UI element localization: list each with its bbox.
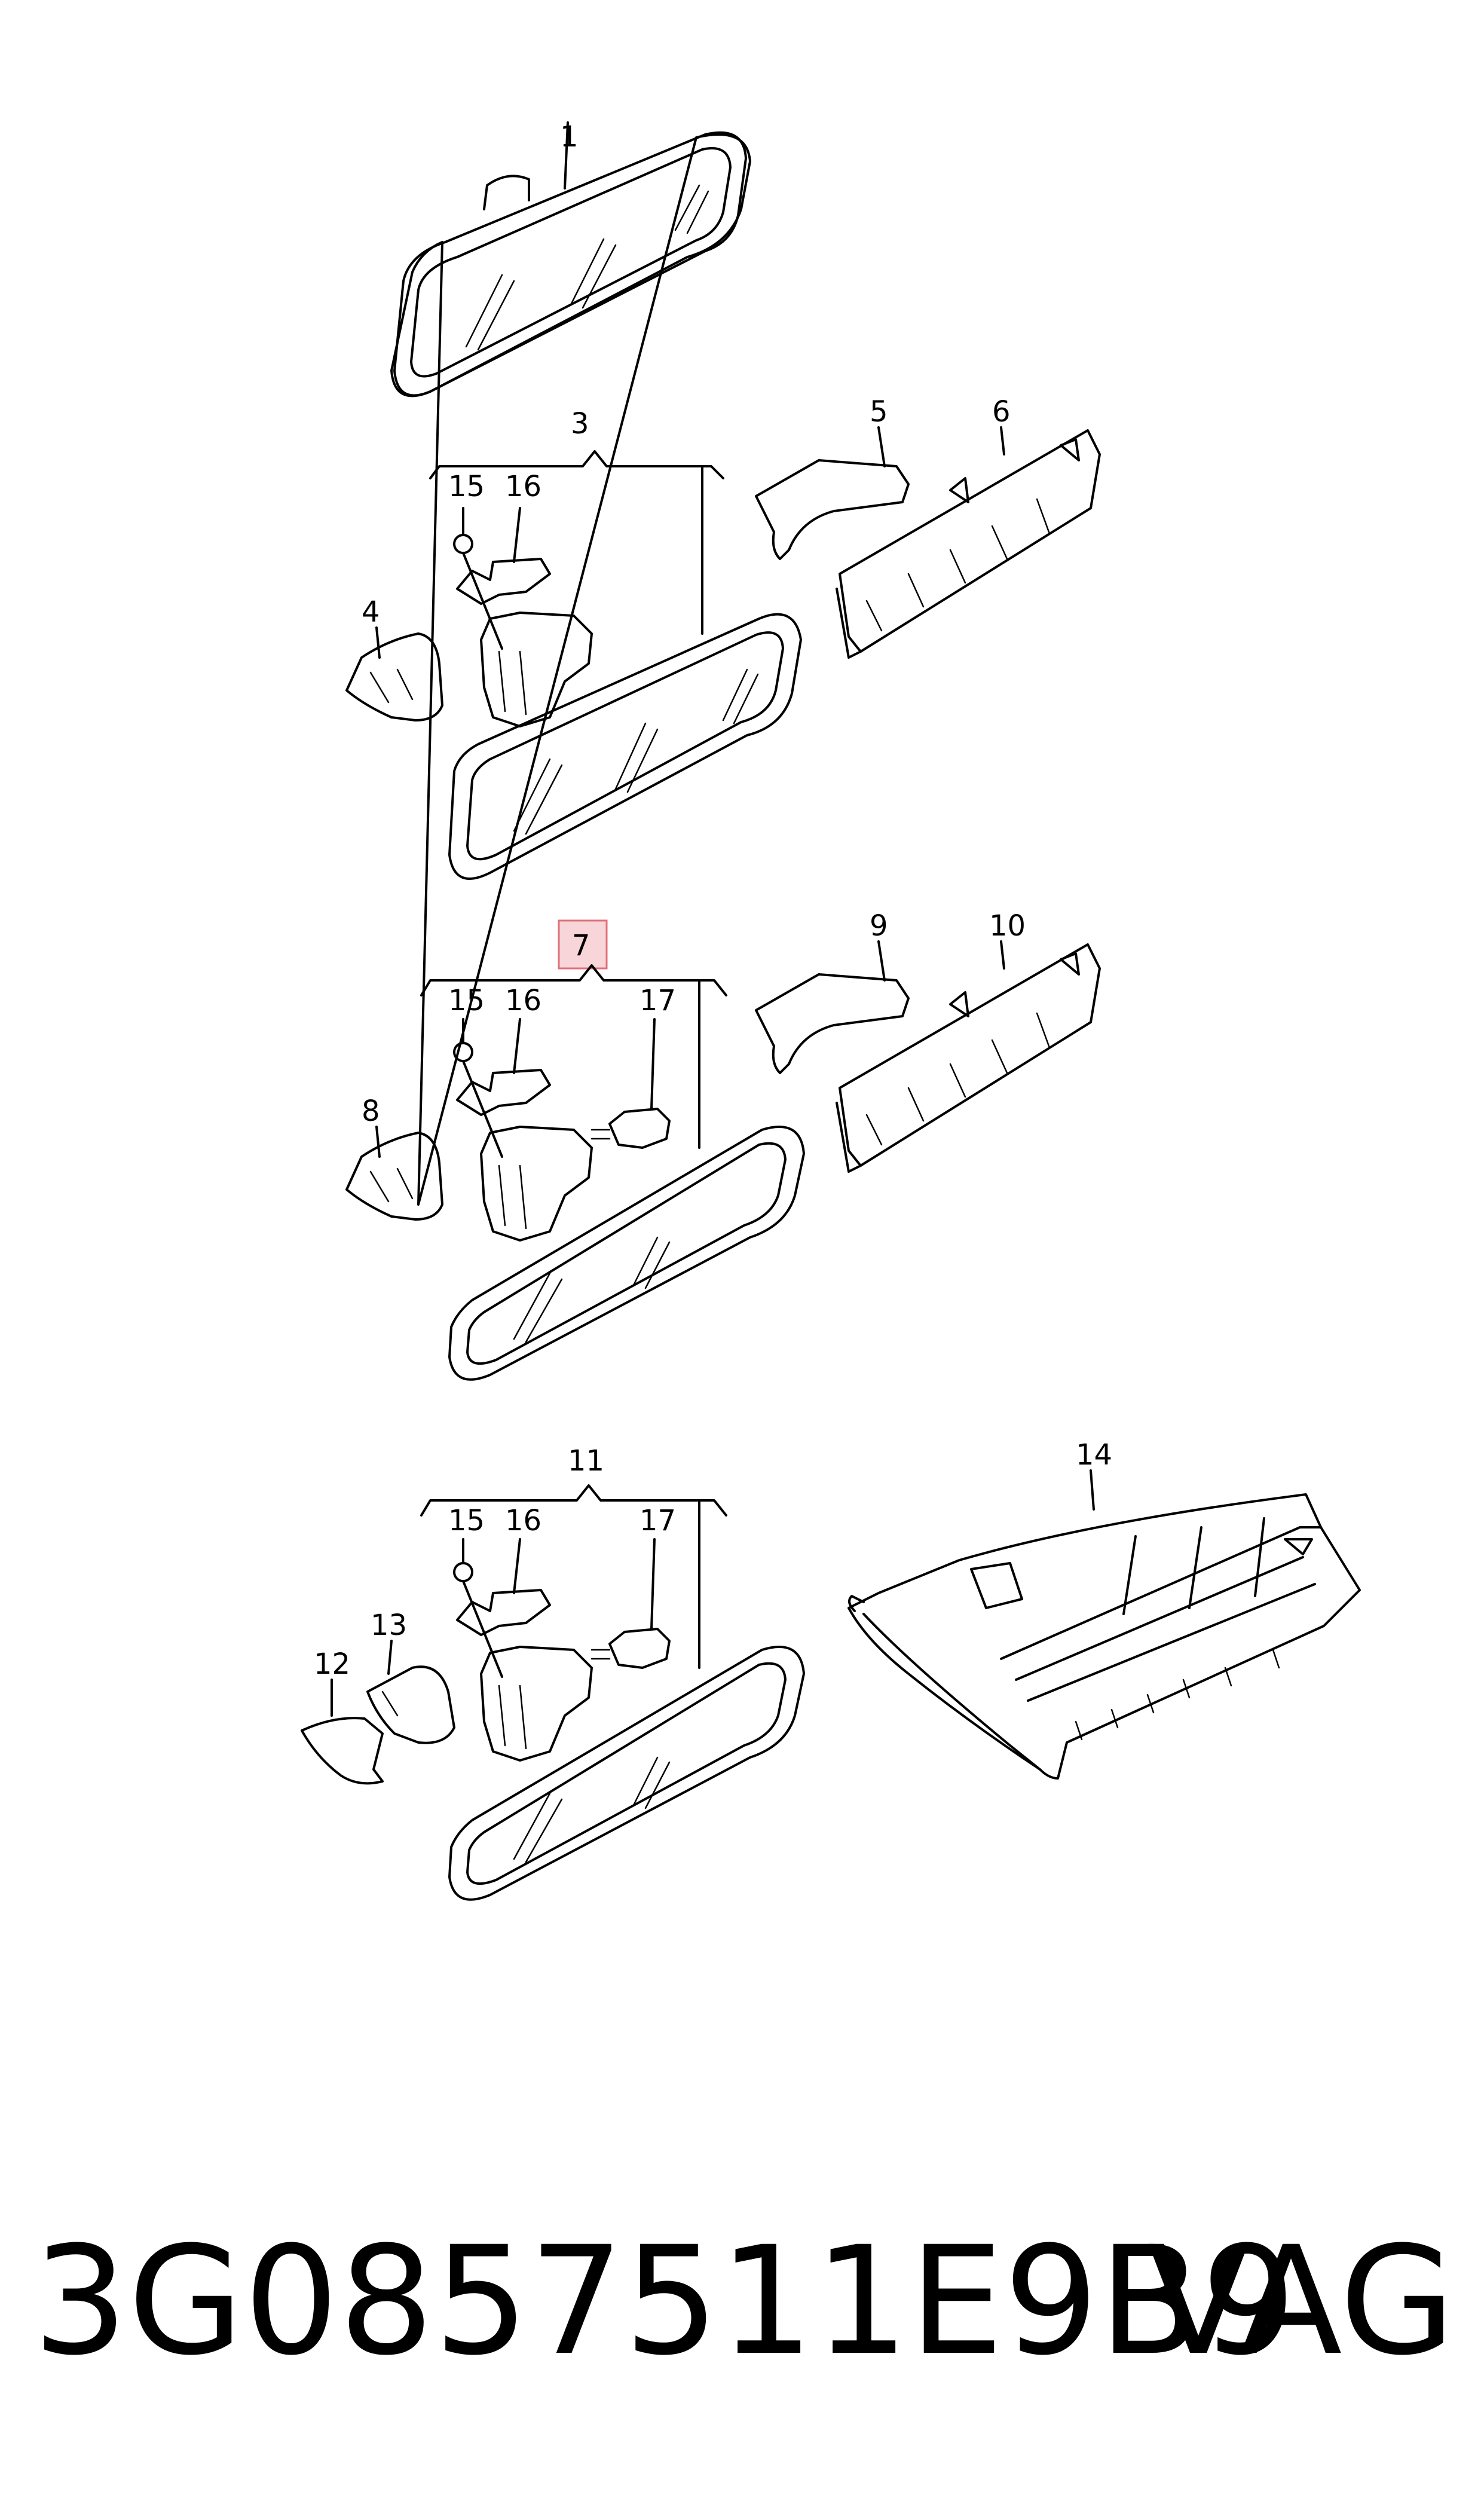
callout-14: 14: [1076, 1438, 1112, 1472]
callout-6: 6: [992, 395, 1011, 429]
callout-15-group-11: 15: [448, 1504, 485, 1537]
part-number: 3G0857511E9B9: [33, 2214, 1296, 2388]
callout-10: 10: [989, 909, 1026, 943]
screw-15-group-7: [453, 1018, 503, 1158]
connector-17-group-7: [590, 1018, 671, 1149]
callout-7-highlight: [558, 919, 608, 970]
mirror-group-11: [448, 1646, 805, 1901]
callout-3: 3: [571, 407, 589, 441]
callout-13: 13: [371, 1609, 407, 1642]
cover-12: [301, 1679, 384, 1785]
callout-7: 7: [572, 929, 590, 962]
clip-16-group-7: [456, 1018, 551, 1116]
mirror-1: [390, 133, 751, 1206]
clip-16-group-11: [456, 1538, 551, 1636]
mirror-group-3: [448, 613, 802, 880]
callout-16-group-7: 16: [505, 984, 541, 1017]
mount-base-group-11: [480, 1646, 593, 1762]
callout-17-group-11: 17: [640, 1504, 676, 1537]
callout-16-group-3: 16: [505, 470, 541, 503]
screw-15-group-11: [453, 1538, 503, 1678]
callout-1: 1: [560, 120, 579, 154]
brand-name: VAG: [1147, 2214, 1455, 2388]
clip-16-group-3: [456, 507, 551, 605]
callout-12: 12: [314, 1647, 350, 1681]
callout-9: 9: [870, 909, 888, 943]
tray-14: [847, 1469, 1361, 1780]
cover-4: [345, 626, 443, 722]
cover-strip-6: [836, 426, 1101, 659]
callout-4: 4: [362, 595, 380, 629]
cover-8: [345, 1126, 443, 1221]
callout-8: 8: [362, 1095, 380, 1128]
bracket-11: [420, 1484, 727, 1517]
screw-15-group-3: [453, 507, 503, 650]
callout-15-group-3: 15: [448, 470, 485, 503]
callout-11: 11: [568, 1444, 604, 1478]
mount-base-group-7: [480, 1126, 593, 1242]
bracket-7: [420, 964, 727, 996]
trim-9: [755, 940, 910, 1074]
mirror-group-7: [448, 1126, 805, 1381]
parts-diagram: 1 3 15 16 4: [301, 120, 1361, 1901]
mount-base-group-3: [480, 612, 593, 727]
cover-strip-10: [836, 940, 1101, 1173]
callout-17-group-7: 17: [640, 984, 676, 1017]
connector-17-group-11: [590, 1538, 671, 1669]
cover-13: [366, 1640, 455, 1744]
callout-15-group-7: 15: [448, 984, 485, 1017]
callout-5: 5: [870, 395, 888, 429]
bracket-3: [429, 450, 724, 479]
mirror-1-body: [393, 121, 747, 397]
footer: 3G0857511E9B9 VAG: [33, 2212, 1455, 2391]
trim-5: [755, 426, 910, 560]
callout-16-group-11: 16: [505, 1504, 541, 1537]
